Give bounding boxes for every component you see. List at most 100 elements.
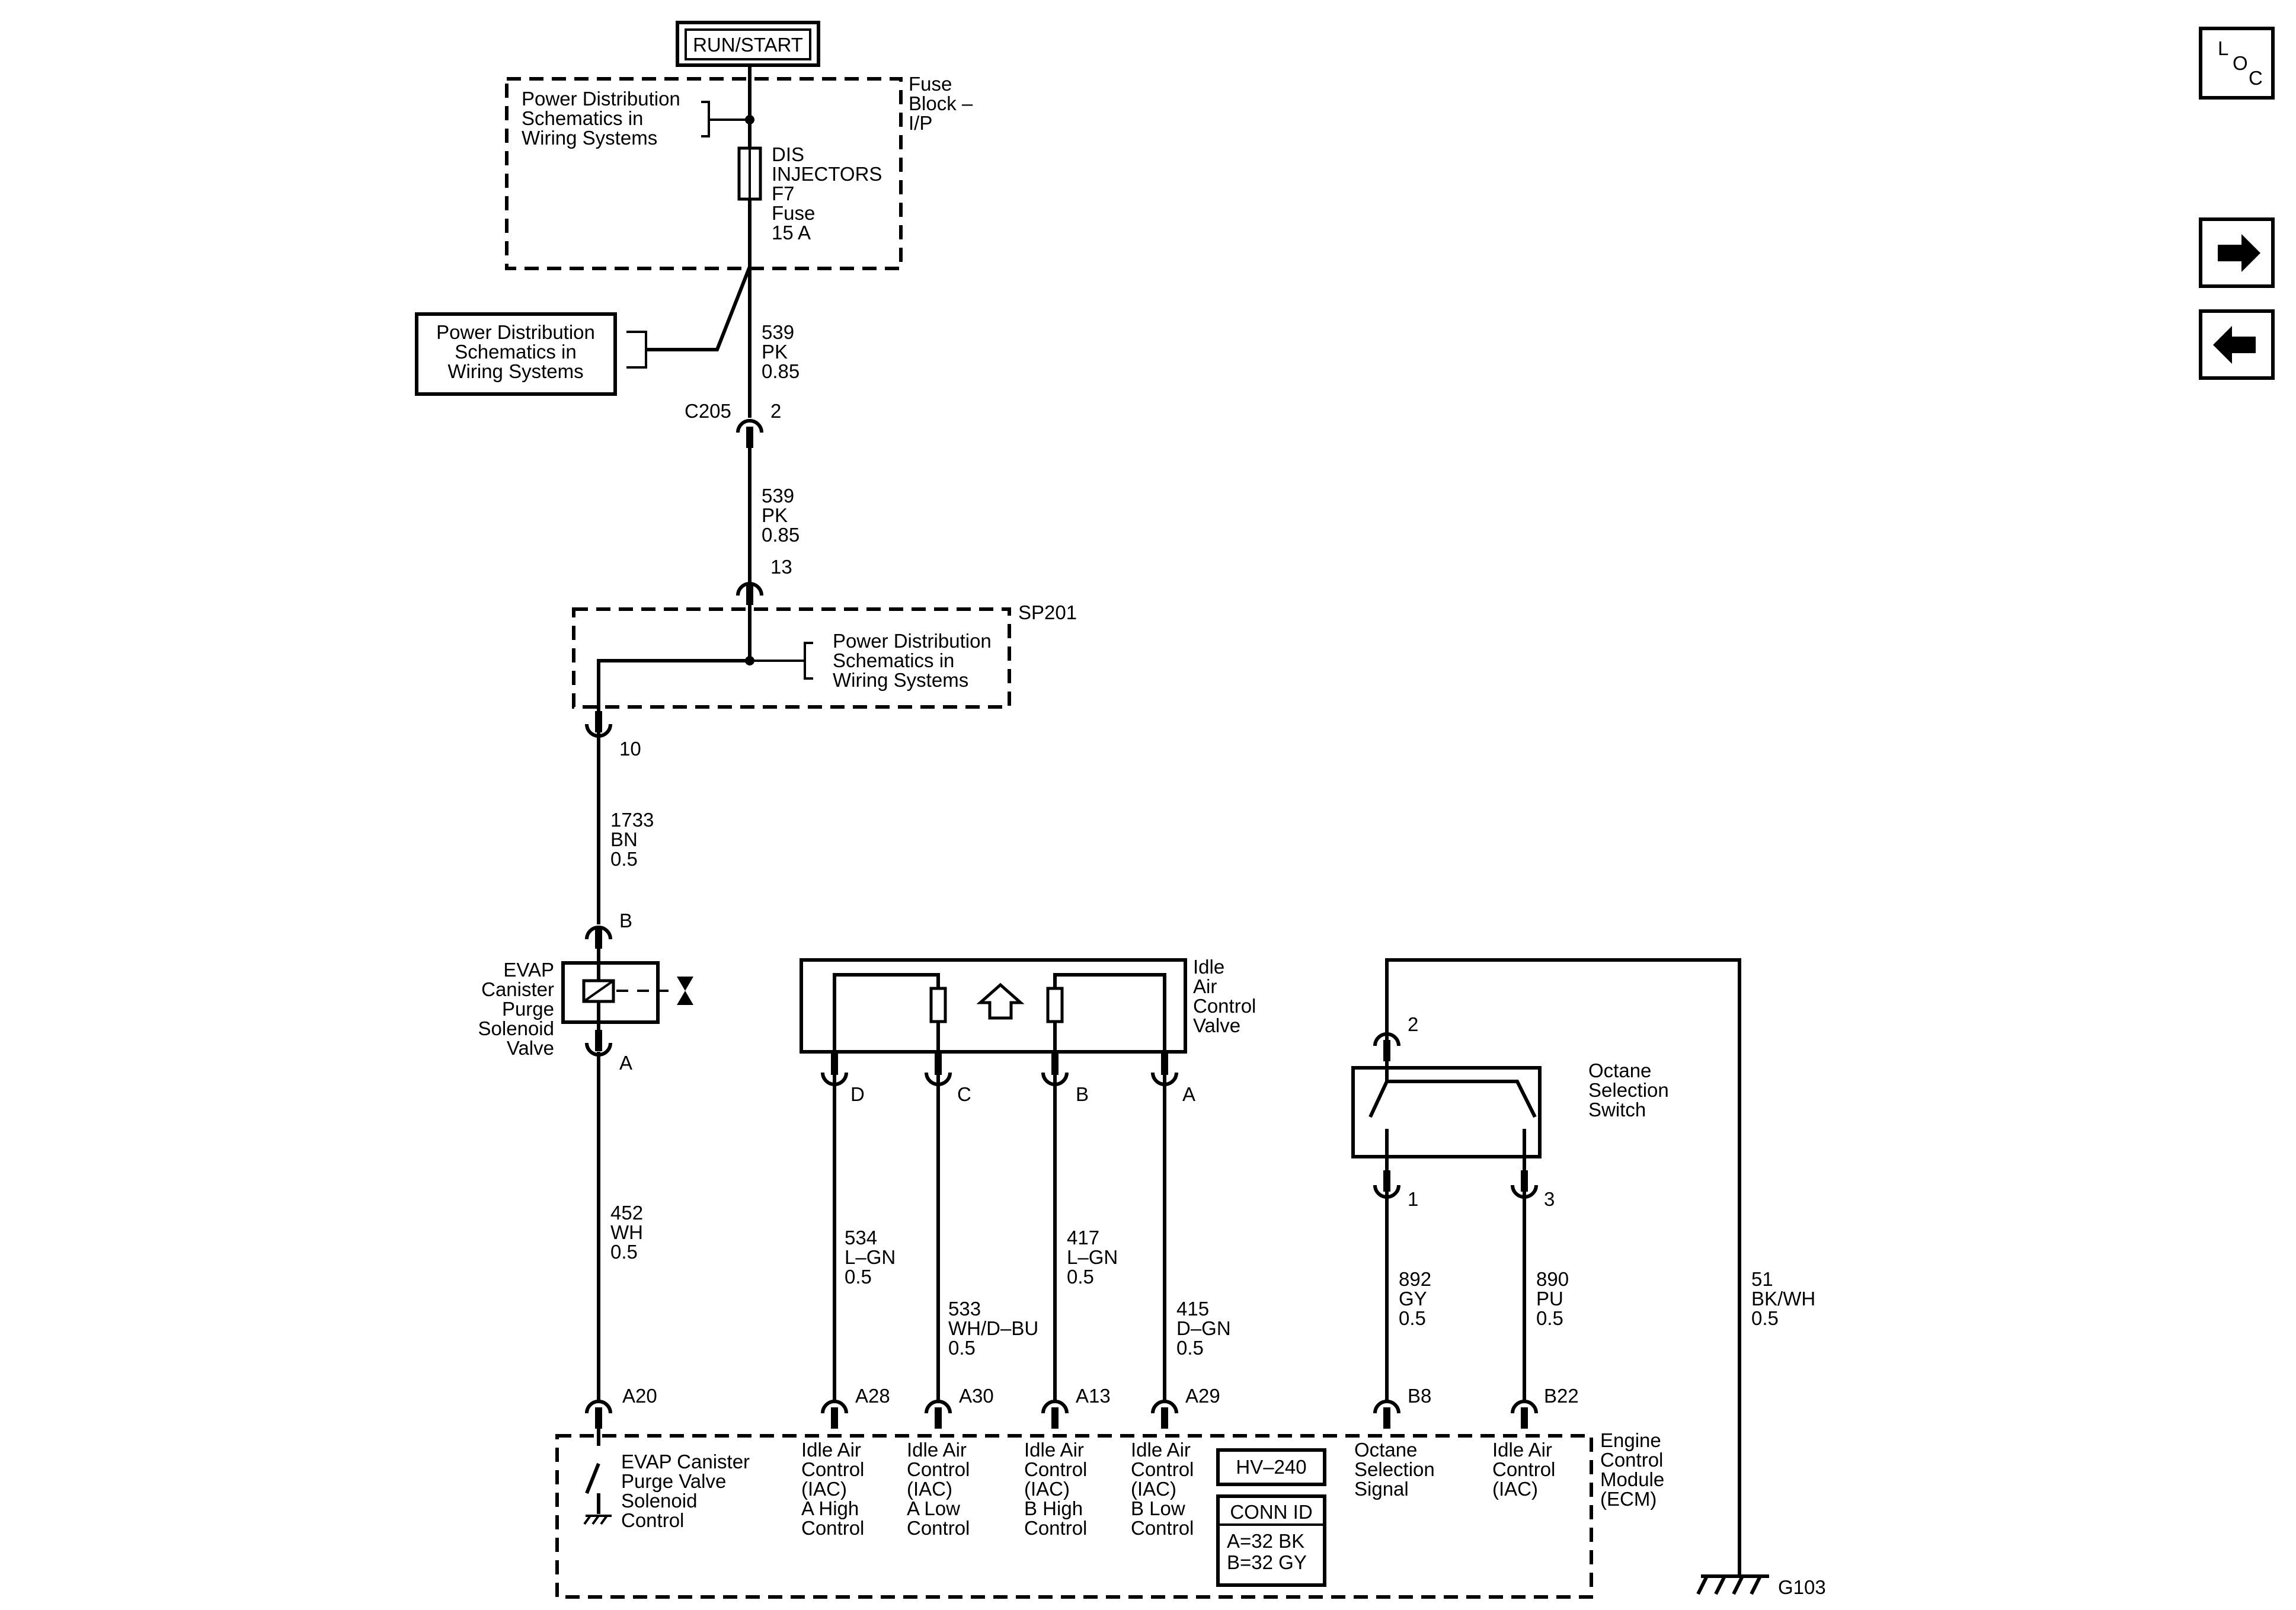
svg-text:B High: B High (1024, 1497, 1083, 1519)
iac-valve-name: Idle Air Control Valve (1193, 956, 1256, 1036)
wire-452-label: 452 WH 0.5 (610, 1202, 643, 1263)
svg-text:HV–240: HV–240 (1236, 1456, 1306, 1478)
svg-text:WH/D–BU: WH/D–BU (948, 1317, 1038, 1339)
svg-text:C: C (957, 1083, 971, 1105)
iac-pin-d: D (821, 1054, 865, 1105)
svg-text:415: 415 (1176, 1298, 1209, 1320)
fuse-block-title: Fuse Block – I/P (909, 73, 973, 134)
svg-text:Control: Control (1131, 1458, 1194, 1480)
svg-text:Signal: Signal (1354, 1478, 1409, 1500)
svg-text:A20: A20 (622, 1385, 657, 1407)
svg-text:Wiring Systems: Wiring Systems (522, 127, 657, 149)
fuse-label: DIS INJECTORS F7 Fuse 15 A (772, 143, 882, 244)
svg-text:10: 10 (619, 738, 641, 760)
svg-text:0.5: 0.5 (1399, 1307, 1426, 1329)
svg-text:L–GN: L–GN (1067, 1246, 1118, 1268)
connector-c205: C205 2 (685, 400, 781, 448)
ecm-pin-b8: B8 (1373, 1385, 1431, 1429)
svg-text:L–GN: L–GN (845, 1246, 896, 1268)
octane-switch-name: Octane Selection Switch (1588, 1060, 1669, 1121)
svg-text:(IAC): (IAC) (1024, 1478, 1070, 1500)
location-button[interactable]: L O C (2199, 27, 2275, 100)
svg-text:539: 539 (762, 321, 794, 343)
fuse-block-power-distribution-ref: Power Distribution Schematics in Wiring … (522, 88, 750, 149)
svg-text:539: 539 (762, 485, 794, 507)
evap-control-switch (583, 1428, 612, 1525)
arrow-left-icon (2213, 326, 2256, 364)
wire-534-label: 534 L–GN 0.5 (845, 1227, 896, 1288)
svg-text:2: 2 (1408, 1013, 1418, 1035)
svg-text:2: 2 (770, 400, 781, 422)
svg-text:Solenoid: Solenoid (478, 1017, 554, 1039)
splice-sp201-outline (572, 607, 1011, 709)
svg-text:1: 1 (1408, 1188, 1418, 1210)
svg-text:PU: PU (1536, 1288, 1563, 1310)
svg-text:A29: A29 (1185, 1385, 1220, 1407)
svg-text:0.85: 0.85 (762, 360, 800, 382)
svg-text:Octane: Octane (1588, 1060, 1651, 1081)
svg-text:(IAC): (IAC) (907, 1478, 952, 1500)
iac-pin-c: C (925, 1054, 971, 1105)
svg-text:Control: Control (907, 1517, 970, 1539)
svg-text:Selection: Selection (1588, 1079, 1669, 1101)
svg-text:890: 890 (1536, 1268, 1569, 1290)
run-start-label: RUN/START (676, 21, 820, 67)
svg-text:L: L (2218, 37, 2228, 59)
wire-890-label: 890 PU 0.5 (1536, 1268, 1569, 1329)
evap-purge-solenoid-valve: B A (561, 910, 693, 1074)
svg-text:15 A: 15 A (772, 222, 811, 244)
wire-417-label: 417 L–GN 0.5 (1067, 1227, 1118, 1288)
svg-text:EVAP: EVAP (503, 959, 554, 981)
wire-539-upper-label: 539 PK 0.85 (762, 321, 800, 382)
wire-892-label: 892 GY 0.5 (1399, 1268, 1431, 1329)
svg-text:Power Distribution: Power Distribution (436, 321, 595, 343)
svg-text:B8: B8 (1408, 1385, 1431, 1407)
svg-text:534: 534 (845, 1227, 877, 1249)
svg-text:BN: BN (610, 828, 638, 850)
ecm-outline (555, 1434, 1593, 1599)
evap-valve-name: EVAP Canister Purge Solenoid Valve (478, 959, 554, 1059)
svg-text:A: A (1182, 1083, 1195, 1105)
svg-text:Power Distribution: Power Distribution (833, 630, 992, 652)
svg-text:1733: 1733 (610, 809, 654, 831)
svg-text:Control: Control (1492, 1458, 1555, 1480)
left-power-distribution-ref: Power Distribution Schematics in Wiring … (415, 265, 752, 396)
idle-air-control-valve (800, 958, 1187, 1054)
ground-wire-path (1385, 958, 1741, 1576)
ecm-pin-a20: A20 (585, 1385, 657, 1429)
previous-page-button[interactable] (2199, 309, 2275, 380)
svg-text:PK: PK (762, 504, 788, 526)
ecm-iac-label: Idle Air Control (IAC) (1492, 1439, 1555, 1500)
svg-text:Wiring Systems: Wiring Systems (447, 360, 583, 382)
svg-text:B: B (1076, 1083, 1089, 1105)
svg-text:A=32 BK: A=32 BK (1227, 1530, 1304, 1552)
svg-text:(IAC): (IAC) (801, 1478, 847, 1500)
svg-text:0.5: 0.5 (845, 1266, 872, 1288)
wire-1733-label: 1733 BN 0.5 (610, 809, 654, 870)
svg-text:0.5: 0.5 (1751, 1307, 1779, 1329)
svg-text:0.5: 0.5 (610, 1241, 638, 1263)
ecm-pin-a29: A29 (1151, 1385, 1220, 1429)
svg-text:Idle Air: Idle Air (1024, 1439, 1084, 1461)
svg-text:Idle Air: Idle Air (907, 1439, 967, 1461)
svg-text:Control: Control (1600, 1449, 1663, 1471)
svg-text:892: 892 (1399, 1268, 1431, 1290)
svg-text:Purge: Purge (502, 998, 554, 1020)
svg-text:EVAP Canister: EVAP Canister (621, 1451, 750, 1473)
svg-text:(ECM): (ECM) (1600, 1488, 1657, 1510)
svg-text:INJECTORS: INJECTORS (772, 163, 882, 185)
svg-text:Fuse: Fuse (909, 73, 952, 95)
svg-text:WH: WH (610, 1221, 643, 1243)
svg-text:C205: C205 (685, 400, 731, 422)
svg-text:13: 13 (770, 556, 792, 578)
ecm-iac-a-high-label: Idle Air Control (IAC) A High Control (801, 1439, 864, 1539)
svg-text:B=32 GY: B=32 GY (1227, 1551, 1307, 1573)
connector-pin-13: 13 (736, 556, 792, 605)
svg-text:A Low: A Low (907, 1497, 960, 1519)
ecm-hv-240-box: HV–240 (1216, 1448, 1326, 1486)
iac-pin-b: B (1041, 1054, 1089, 1105)
svg-text:0.5: 0.5 (948, 1337, 976, 1359)
ecm-pin-a28: A28 (821, 1385, 890, 1429)
svg-text:Engine: Engine (1600, 1429, 1661, 1451)
next-page-button[interactable] (2199, 217, 2275, 288)
